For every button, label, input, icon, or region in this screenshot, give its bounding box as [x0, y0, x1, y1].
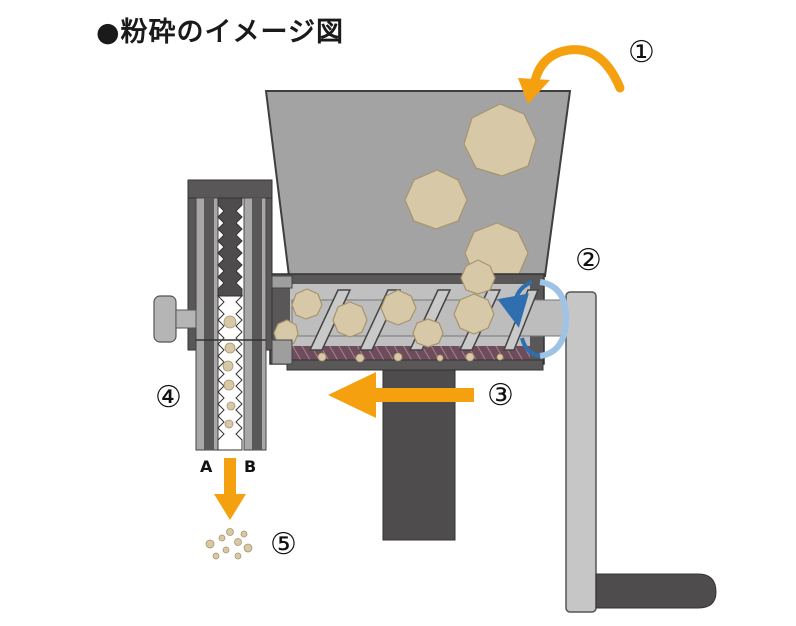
plate-b-dark: [252, 198, 262, 450]
rotate-hopper-arrow-icon: [529, 45, 625, 93]
plate-a-label: A: [200, 457, 213, 476]
crank-handle: [595, 573, 717, 609]
step-1-label: ①: [628, 35, 655, 70]
rotation-arrow-icon: [539, 279, 570, 359]
step-2-label: ②: [575, 243, 602, 278]
step-3-label: ③: [487, 378, 514, 413]
crank-arm: [565, 291, 597, 613]
chamber-beans: [273, 259, 496, 348]
adjustment-knob: [153, 295, 177, 343]
grind-teeth-lower: [216, 295, 244, 451]
plate-a-dark: [204, 198, 214, 450]
page-title: ●粉砕のイメージ図: [96, 17, 345, 48]
step-5-label: ⑤: [270, 527, 297, 562]
strip-grounds: [317, 352, 504, 363]
grind-teeth-upper: [217, 197, 243, 297]
housing-base: [286, 359, 544, 371]
knob-stem: [175, 309, 197, 329]
connector-top: [271, 275, 293, 289]
feed-arrow-icon: [370, 388, 474, 402]
connector-bottom: [271, 339, 293, 365]
step-4-label: ④: [155, 380, 182, 415]
output-grounds: [205, 528, 253, 560]
plate-b-label: B: [244, 457, 256, 476]
grinder-frame-top: [187, 179, 273, 199]
output-arrow-icon: [224, 458, 236, 498]
plate-grounds: [222, 315, 237, 429]
